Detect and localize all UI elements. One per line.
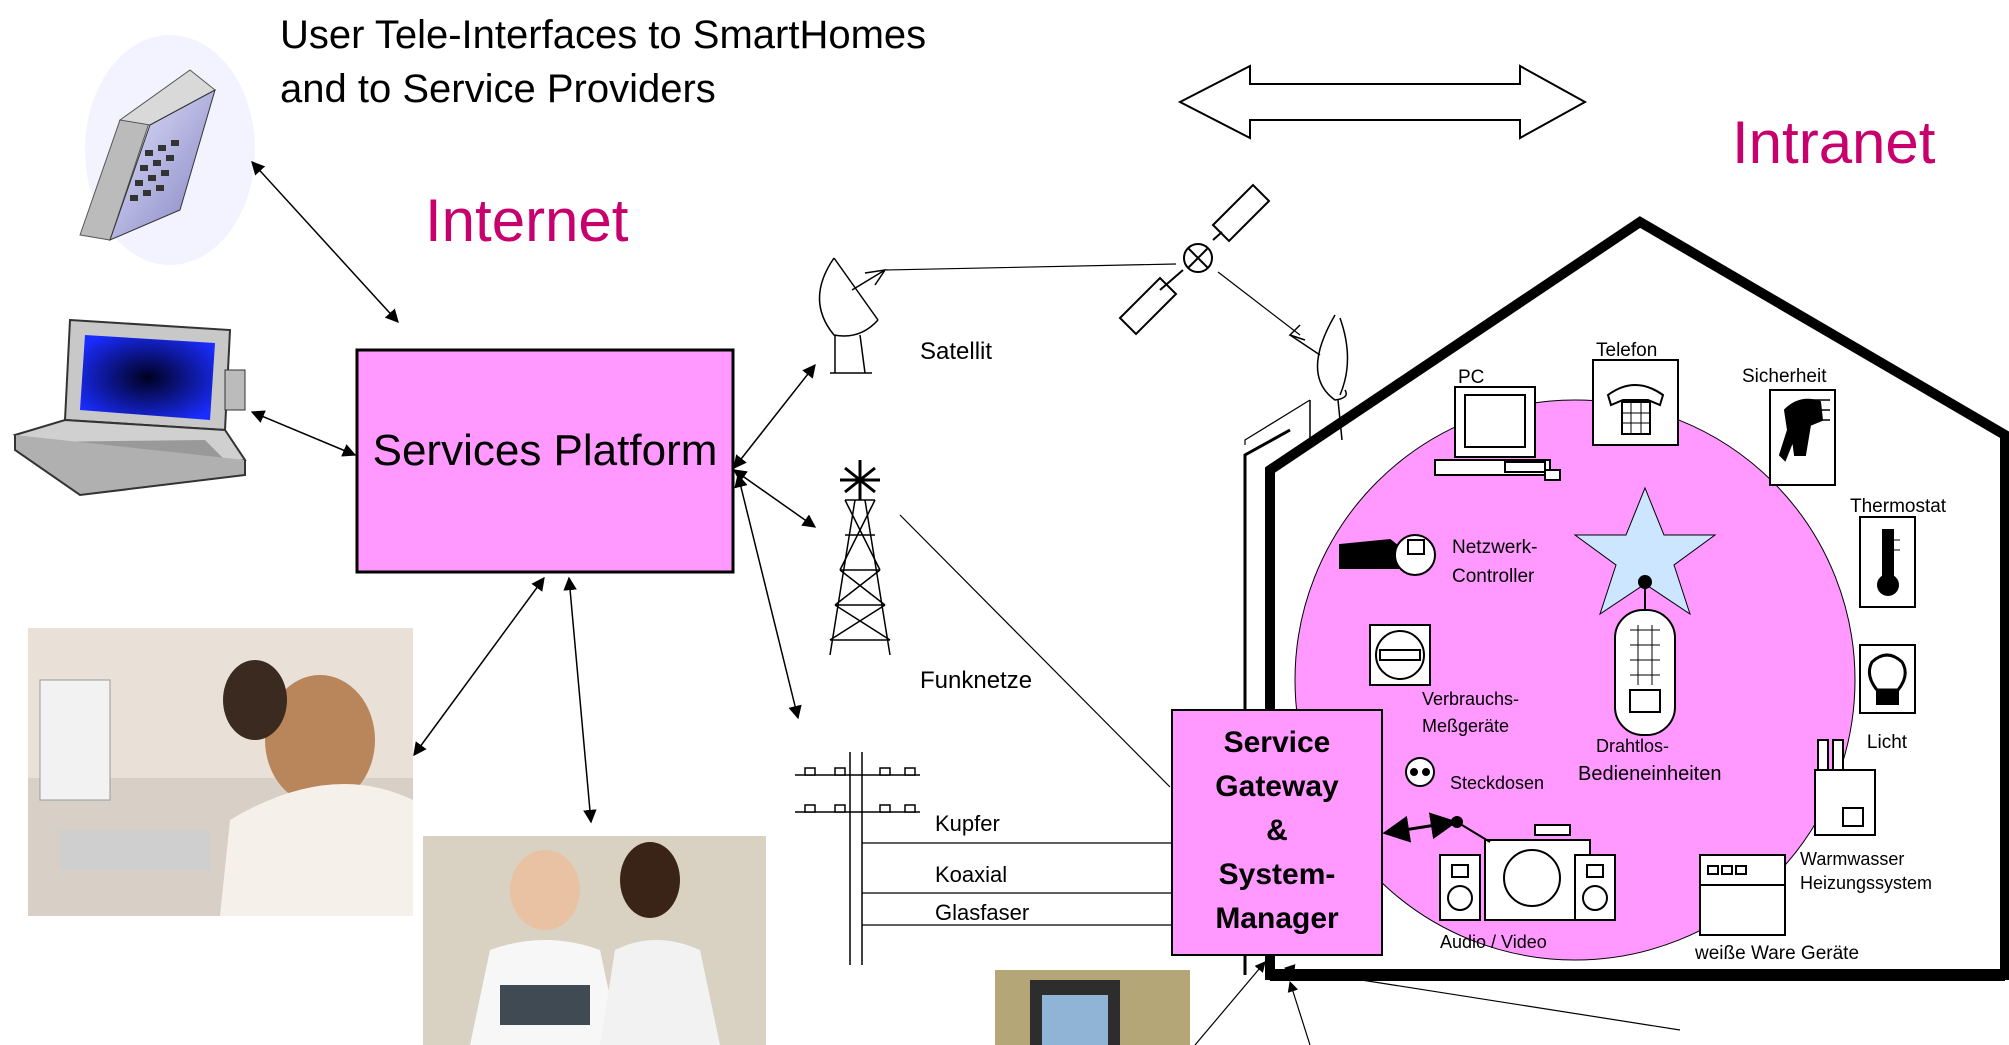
network-controller-icon	[1339, 534, 1436, 576]
mobile-phone-icon	[79, 35, 255, 265]
call-center-photo	[28, 628, 413, 916]
telephone-label: Telefon	[1596, 340, 1657, 361]
services-platform-label: Services Platform	[373, 426, 718, 475]
services-platform-box	[355, 348, 735, 574]
light-label: Licht	[1867, 732, 1908, 753]
pda-photo	[995, 970, 1190, 1045]
svg-text:Service: Service	[1224, 726, 1331, 759]
heating-label-line2: Heizungssystem	[1800, 873, 1932, 893]
svg-text:&: &	[1266, 814, 1288, 847]
security-label: Sicherheit	[1742, 366, 1827, 387]
satellite-icon	[1118, 183, 1271, 336]
wireless-remote-icon	[1614, 575, 1676, 736]
svg-text:Gateway: Gateway	[1215, 770, 1339, 803]
thermostat-label: Thermostat	[1850, 496, 1947, 517]
sockets-label: Steckdosen	[1450, 773, 1544, 793]
laptop-icon	[12, 318, 247, 497]
white-goods-icon	[1699, 854, 1786, 936]
radio-networks-label: Funknetze	[920, 667, 1032, 694]
pc-label: PC	[1458, 367, 1484, 388]
heating-system-icon	[1814, 739, 1876, 836]
audio-video-icon	[1439, 824, 1616, 921]
security-icon	[1769, 389, 1836, 486]
controller-label-line2: Controller	[1452, 566, 1535, 587]
light-bulb-icon	[1859, 644, 1916, 714]
diagram-title: User Tele-Interfaces to SmartHomes and t…	[280, 8, 926, 116]
satellite-label: Satellit	[920, 338, 992, 365]
satellite-dish-right-icon	[1288, 314, 1349, 441]
svg-text:Manager: Manager	[1215, 902, 1339, 935]
heating-label-line1: Warmwasser	[1800, 849, 1904, 869]
socket-icon	[1405, 757, 1435, 787]
satellite-dish-icon	[818, 257, 887, 374]
utility-pole-icon	[795, 752, 920, 965]
fiber-label: Glasfaser	[935, 900, 1029, 925]
coax-label: Koaxial	[935, 862, 1007, 887]
telephone-icon	[1592, 359, 1679, 446]
doctors-photo	[423, 836, 766, 1045]
controller-label-line1: Netzwerk-	[1452, 537, 1538, 558]
radio-tower-icon	[829, 460, 891, 656]
intranet-label: Intranet	[1732, 109, 1936, 176]
audio-video-label: Audio / Video	[1440, 932, 1547, 952]
meters-label-line2: Meßgeräte	[1422, 716, 1509, 736]
thermostat-icon	[1859, 516, 1916, 608]
title-line-2: and to Service Providers	[280, 67, 716, 111]
svg-text:System-: System-	[1219, 858, 1336, 891]
copper-label: Kupfer	[935, 811, 1000, 836]
title-line-1: User Tele-Interfaces to SmartHomes	[280, 13, 927, 57]
meters-label-line1: Verbrauchs-	[1422, 689, 1519, 709]
wireless-label-line2: Bedieneinheiten	[1578, 763, 1721, 785]
white-goods-label: weiße Ware Geräte	[1694, 943, 1859, 964]
service-gateway-label: Service Gateway & System- Manager	[1215, 726, 1339, 935]
service-gateway-box	[1171, 709, 1383, 956]
bidirectional-arrow	[1177, 64, 1588, 140]
wireless-label-line1: Drahtlos-	[1596, 736, 1669, 756]
pc-icon	[1434, 386, 1561, 481]
internet-label: Internet	[425, 187, 629, 254]
meters-icon	[1369, 624, 1431, 686]
